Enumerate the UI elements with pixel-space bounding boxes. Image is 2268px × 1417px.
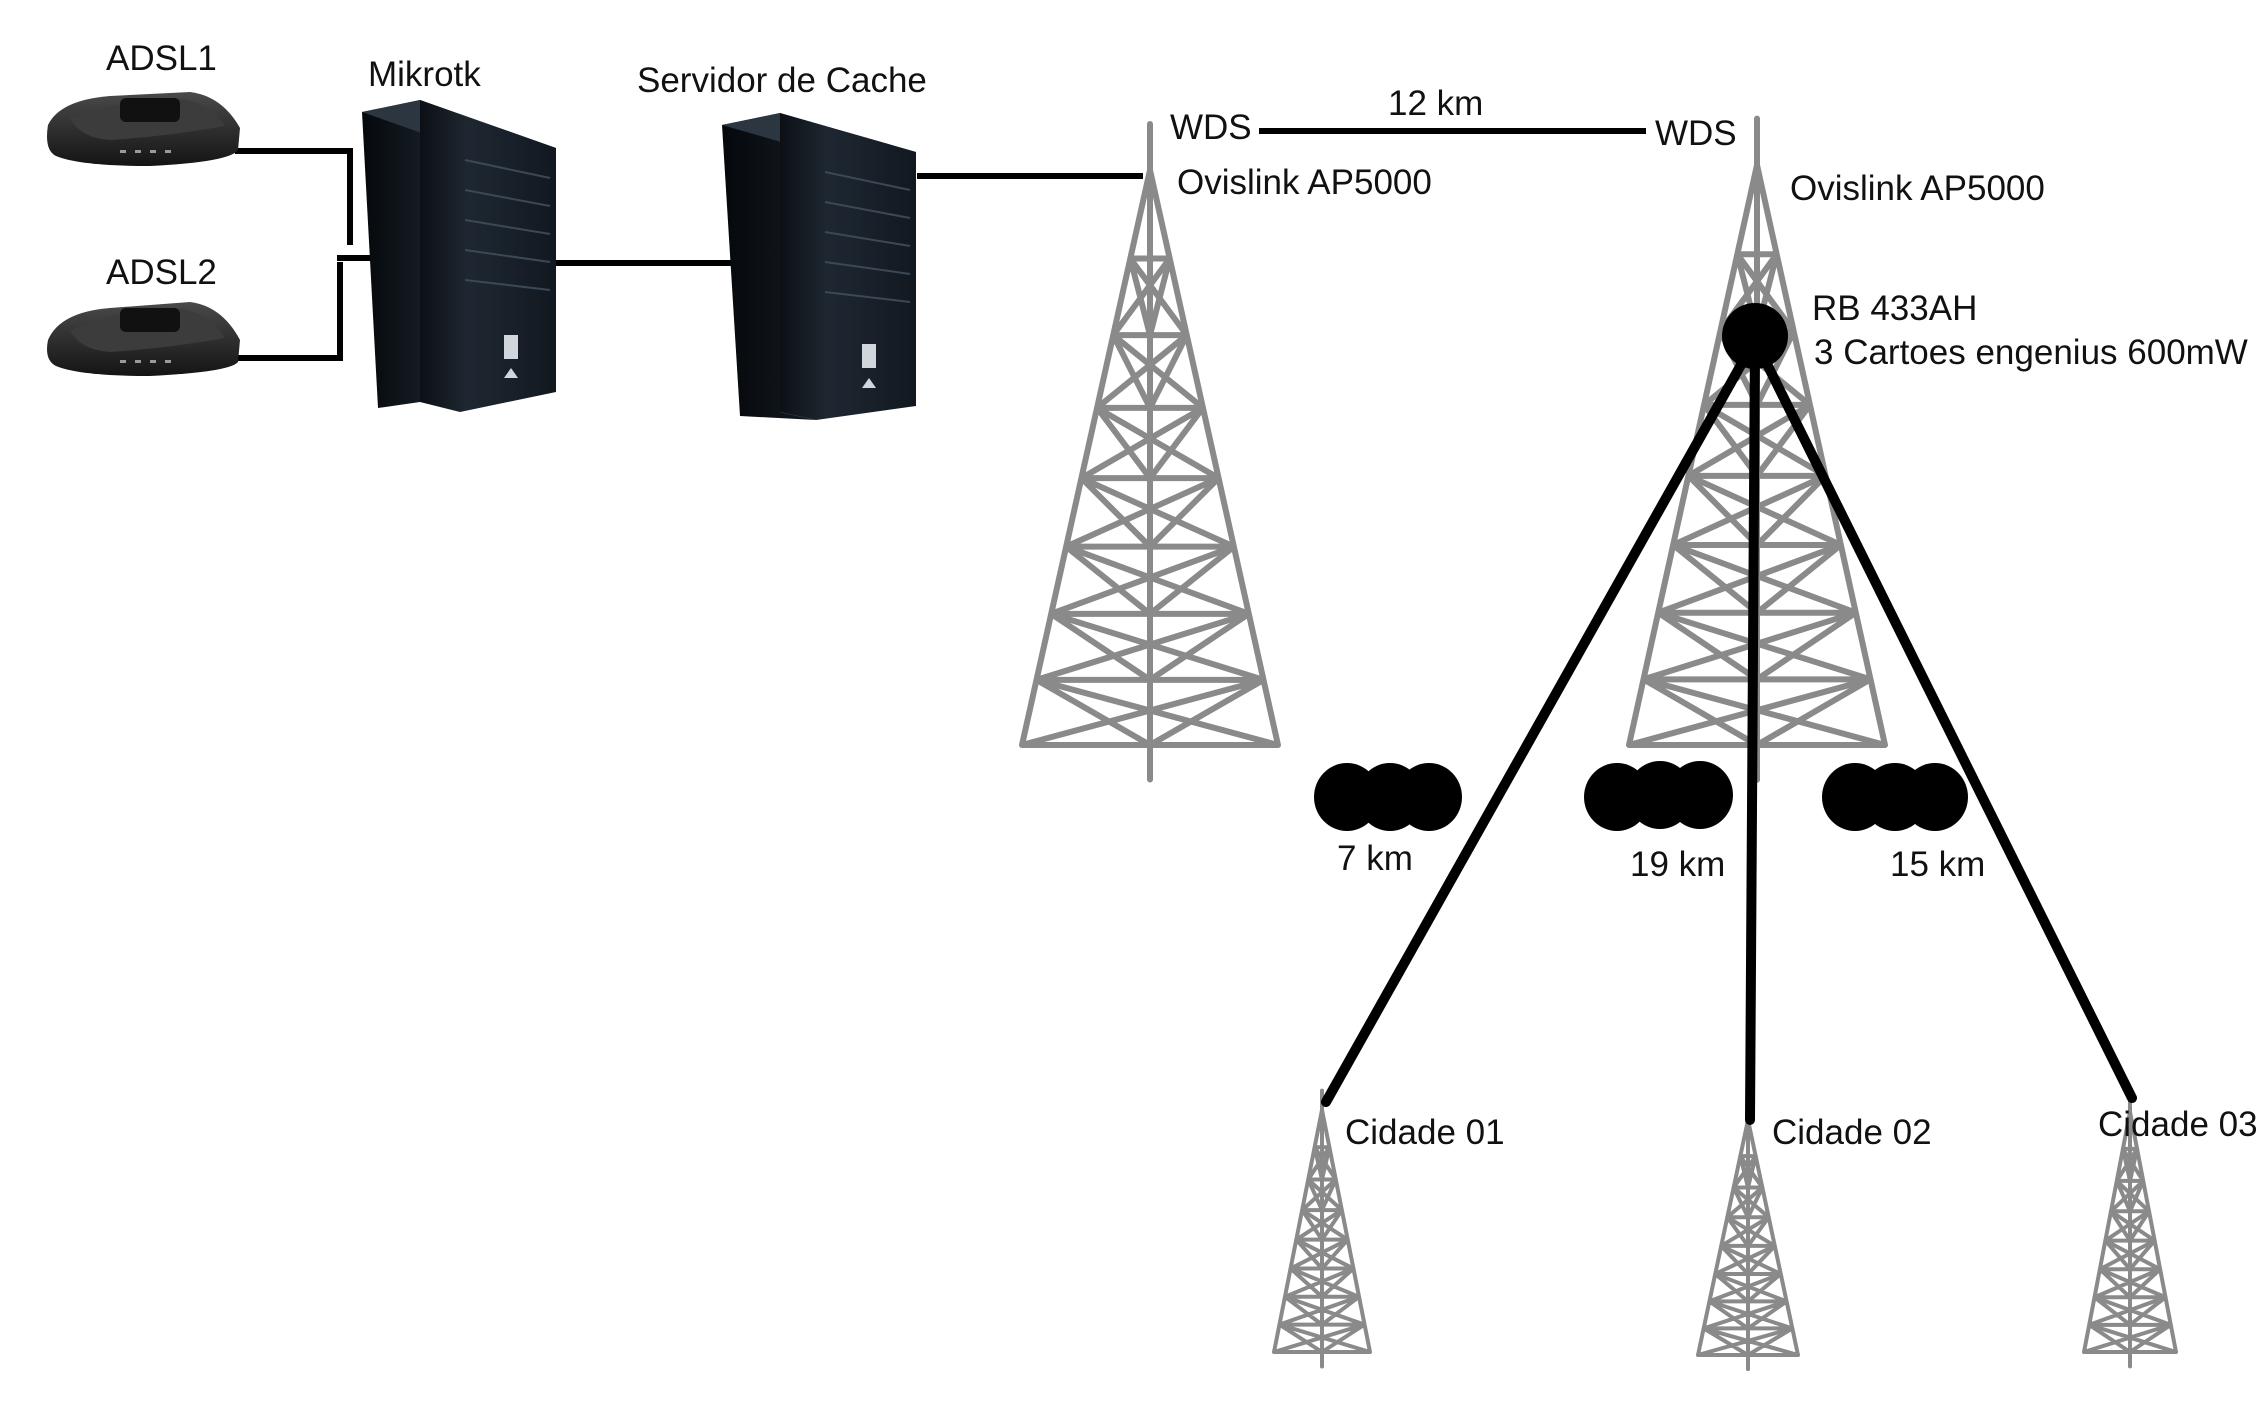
distance-7km-label: 7 km xyxy=(1337,839,1413,878)
pc-side xyxy=(722,113,816,420)
cache-server-pc[interactable] xyxy=(722,113,916,420)
modem-leds xyxy=(120,360,171,363)
eject-icon xyxy=(862,378,876,388)
distance-15km-label: 15 km xyxy=(1890,845,1985,884)
power-button xyxy=(504,335,518,359)
link-cidade-01 xyxy=(1321,335,1760,1107)
mikrotik-pc[interactable] xyxy=(362,100,556,412)
rb433ah-node[interactable] xyxy=(1722,303,1788,369)
main-tower-lattice xyxy=(1019,121,1281,783)
fresnel-symbol-15km xyxy=(1822,763,1968,831)
adsl1-modem[interactable] xyxy=(47,92,240,166)
eject-icon xyxy=(504,368,518,378)
link-cidade-03 xyxy=(1750,335,2137,1103)
relay-ap-label: Ovislink AP5000 xyxy=(1790,169,2045,208)
main-ap-label: Ovislink AP5000 xyxy=(1177,163,1432,202)
cidade-01-label: Cidade 01 xyxy=(1345,1113,1505,1152)
distance-19km-label: 19 km xyxy=(1630,845,1725,884)
adsl2-modem[interactable] xyxy=(47,302,240,376)
mikrotik-label: Mikrotk xyxy=(368,55,481,94)
pc-front xyxy=(420,100,556,412)
main-tower xyxy=(1019,121,1281,783)
modem-leds xyxy=(120,150,171,153)
pc-front xyxy=(780,113,916,420)
pc-drive-bays xyxy=(824,171,911,303)
link-cidade-02 xyxy=(1745,335,1760,1125)
city-links xyxy=(1321,335,2137,1125)
towers xyxy=(1019,115,2178,1372)
pc-drive-bays xyxy=(464,159,551,291)
power-button xyxy=(862,344,876,368)
cache-server-label: Servidor de Cache xyxy=(637,61,927,100)
adsl1-label: ADSL1 xyxy=(106,39,217,78)
router-label: RB 433AH xyxy=(1812,289,1977,328)
cidade-03-label: Cidade 03 xyxy=(2098,1105,2258,1144)
modem-stand xyxy=(120,98,180,122)
wiring xyxy=(235,128,1646,361)
pc-side xyxy=(362,100,420,408)
modem-stand xyxy=(120,308,180,332)
main-wds-label: WDS xyxy=(1170,108,1252,147)
fresnel-symbol-19km xyxy=(1584,761,1733,831)
adsl2-label: ADSL2 xyxy=(106,253,217,292)
wds-distance-label: 12 km xyxy=(1388,84,1483,123)
fresnel-symbol-7km xyxy=(1314,763,1462,831)
labels: ADSL1 ADSL2 Mikrotk Servidor de Cache WD… xyxy=(106,39,2258,1152)
relay-wds-label: WDS xyxy=(1655,114,1737,153)
cards-label: 3 Cartoes engenius 600mW xyxy=(1814,333,2248,372)
cidade-02-label: Cidade 02 xyxy=(1772,1113,1932,1152)
